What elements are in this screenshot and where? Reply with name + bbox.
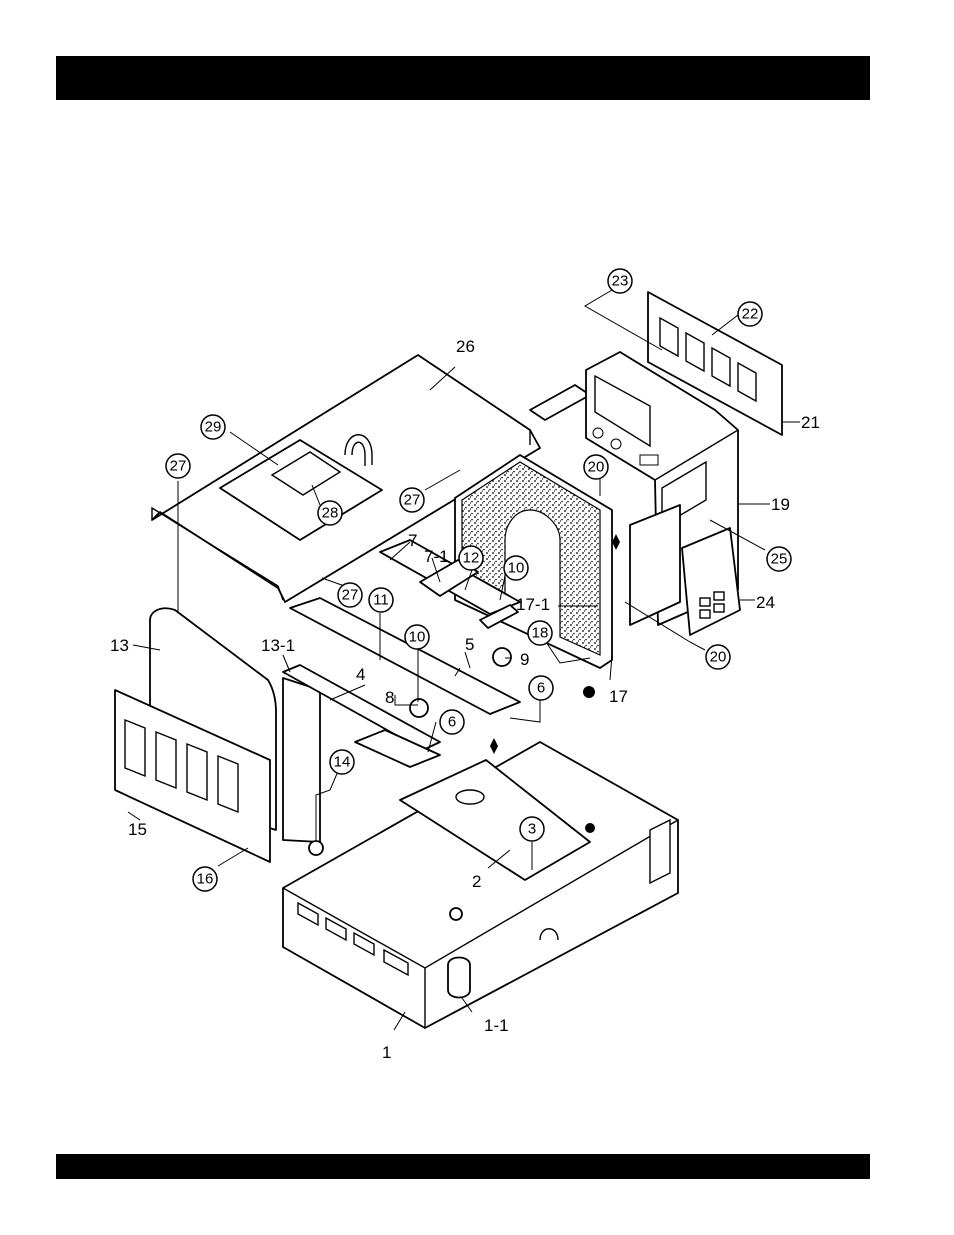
callout-16: 16	[193, 867, 217, 891]
marker-diamond	[490, 738, 498, 754]
svg-text:27: 27	[404, 492, 421, 509]
label-4: 4	[356, 665, 365, 684]
svg-text:6: 6	[537, 680, 545, 697]
svg-text:27: 27	[342, 587, 359, 604]
svg-text:14: 14	[334, 754, 351, 771]
label-21: 21	[801, 413, 820, 432]
svg-text:18: 18	[532, 625, 549, 642]
svg-text:12: 12	[463, 550, 480, 567]
callout-28: 28	[318, 501, 342, 525]
marker-diamond	[612, 534, 620, 550]
callout-25: 25	[767, 547, 791, 571]
callout-10-left: 10	[405, 625, 429, 649]
label-7: 7	[408, 531, 417, 550]
label-24: 24	[756, 593, 775, 612]
grommet	[450, 908, 462, 920]
callout-20-bottom: 20	[706, 645, 730, 669]
plug	[583, 686, 595, 698]
svg-text:10: 10	[508, 560, 525, 577]
plug	[585, 823, 595, 833]
svg-text:20: 20	[710, 649, 727, 666]
label-26: 26	[456, 337, 475, 356]
callout-3: 3	[520, 817, 544, 841]
label-15: 15	[128, 820, 147, 839]
service-door	[682, 528, 740, 635]
callout-12: 12	[459, 546, 483, 570]
label-1-1: 1-1	[484, 1016, 509, 1035]
grommet	[309, 841, 323, 855]
callout-23: 23	[608, 269, 632, 293]
label-2: 2	[472, 872, 481, 891]
label-1: 1	[382, 1043, 391, 1062]
label-17: 17	[609, 687, 628, 706]
callout-27-low: 27	[338, 583, 362, 607]
label-7-1: 7-1	[424, 547, 449, 566]
label-13-1: 13-1	[261, 636, 295, 655]
callout-6-left: 6	[440, 710, 464, 734]
label-5: 5	[465, 635, 474, 654]
callout-14: 14	[330, 750, 354, 774]
label-9: 9	[520, 650, 529, 669]
svg-text:6: 6	[448, 714, 456, 731]
label-17-1: 17-1	[516, 595, 550, 614]
callout-20-top: 20	[584, 455, 608, 479]
callout-27-mid: 27	[400, 488, 424, 512]
callout-29: 29	[201, 415, 225, 439]
callout-6-right: 6	[529, 676, 553, 700]
callout-18: 18	[528, 621, 552, 645]
svg-text:11: 11	[373, 592, 389, 609]
svg-text:27: 27	[170, 458, 187, 475]
svg-text:3: 3	[528, 821, 536, 838]
callout-11: 11	[369, 588, 393, 612]
label-19: 19	[771, 495, 790, 514]
label-13: 13	[110, 636, 129, 655]
callout-10-right: 10	[504, 556, 528, 580]
svg-text:23: 23	[612, 273, 629, 290]
svg-text:29: 29	[205, 419, 222, 436]
svg-text:16: 16	[197, 871, 214, 888]
svg-text:10: 10	[409, 629, 426, 646]
svg-text:20: 20	[588, 459, 605, 476]
svg-text:28: 28	[322, 505, 339, 522]
label-8: 8	[385, 688, 394, 707]
callout-27-left: 27	[166, 454, 190, 478]
svg-text:25: 25	[771, 551, 788, 568]
callout-22: 22	[738, 302, 762, 326]
svg-text:22: 22	[742, 306, 759, 323]
